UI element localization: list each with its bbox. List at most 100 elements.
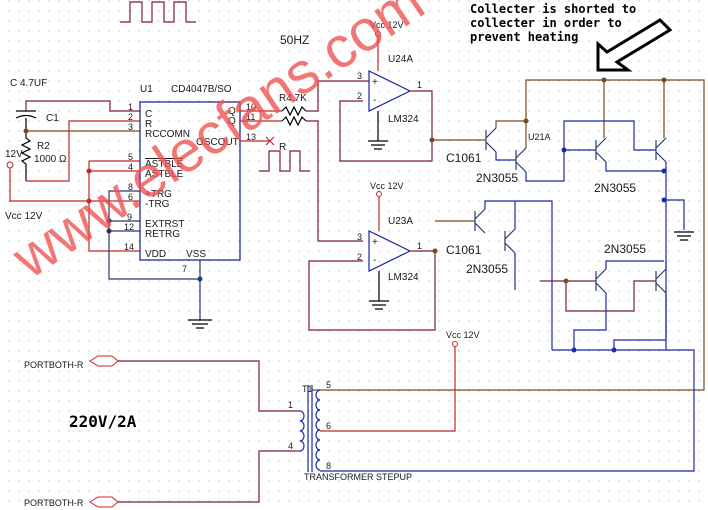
u1-pin-labels: C R RCCOMN ASTBLE ASTBLE +TRG -TRG EXTRS… (145, 106, 239, 260)
r2-ref: R2 (37, 141, 50, 152)
annotation-line-1: Collecter is shorted to (470, 2, 636, 16)
r-label: R (279, 142, 286, 153)
resistor-4k7-b (281, 115, 307, 127)
svg-text:9: 9 (127, 212, 132, 222)
svg-text:VSS: VSS (186, 249, 206, 260)
junction (661, 168, 667, 174)
ground-icon-right (674, 231, 694, 241)
junction (86, 168, 92, 174)
ground-icon (188, 319, 212, 329)
center-tap-vcc-label: Vcc 12V (446, 330, 480, 340)
svg-text:OSCOUT: OSCOUT (196, 137, 239, 148)
collector-bus-upper (312, 79, 705, 391)
u24a-pin-minus: 2 (357, 91, 362, 101)
junction (429, 137, 435, 143)
svg-text:ASTBLE: ASTBLE (145, 159, 184, 170)
junction (661, 77, 667, 83)
u24a-feedback-wire (339, 80, 433, 162)
driver-label-lower: C1061 (446, 243, 482, 257)
u24a-part: LM324 (388, 114, 419, 125)
wire-vcc-left (9, 160, 140, 252)
u23a-pin-out: 1 (417, 241, 422, 251)
transformer-ref: T1 (302, 384, 313, 394)
annotation-arrow-icon (596, 18, 673, 72)
svg-text:-TRG: -TRG (145, 199, 170, 210)
transistor-2n3055-upper-2 (595, 137, 607, 163)
r2-value: 1000 Ω (34, 154, 67, 165)
svg-text:6: 6 (128, 192, 133, 202)
junction (86, 198, 92, 204)
emitter-bus-upper (495, 120, 685, 351)
u24a-pin-out: 1 (417, 80, 422, 90)
center-tap-vcc-terminal (452, 341, 458, 347)
svg-text:13: 13 (246, 132, 256, 142)
wire-trg-gnd (108, 190, 201, 320)
c1-value: C 4.7UF (10, 78, 47, 89)
svg-text:RCCOMN: RCCOMN (145, 129, 190, 140)
svg-text:7: 7 (182, 264, 187, 274)
vcc-left-terminal (6, 161, 14, 169)
svg-text:ASTBLE: ASTBLE (145, 169, 184, 180)
darlington-ref: U21A (528, 132, 551, 142)
transformer-pin-1: 1 (288, 400, 293, 410)
transistor-2n3055-upper-1 (515, 147, 527, 173)
transistor-2n3055-lower-3 (655, 268, 667, 294)
svg-text:R: R (145, 119, 152, 130)
u24a-pin-plus: 3 (357, 71, 362, 81)
transistor-c1061-upper (485, 127, 497, 153)
opamp-u23a (368, 230, 412, 272)
junction (561, 147, 567, 153)
resistor-4k7-a (281, 105, 307, 117)
power-label-lower-a: 2N3055 (466, 262, 508, 276)
port-top-icon[interactable] (89, 355, 119, 367)
power-label-upper-b: 2N3055 (594, 181, 636, 195)
power-label-upper-a: 2N3055 (476, 171, 518, 185)
u23a-vcc-terminal (376, 191, 382, 197)
transformer-primary-coil (299, 410, 305, 452)
primary-wiring (118, 360, 300, 503)
c1-ref: C1 (46, 113, 59, 124)
rating-label: 220V/2A (69, 412, 137, 431)
svg-text:4: 4 (128, 162, 133, 172)
no-connect-icon (265, 136, 275, 146)
junction (432, 248, 438, 254)
u23a-vcc: Vcc 12V (370, 181, 404, 191)
supply-12v-label: 12V (5, 149, 23, 160)
u23a-ground-icon (369, 271, 389, 310)
svg-text:2: 2 (128, 112, 133, 122)
wire-to-u24a (306, 80, 363, 112)
port-top-label: PORTBOTH-R (24, 360, 84, 370)
driver-label-upper: C1061 (446, 151, 482, 165)
wire-pin1 (25, 100, 140, 112)
wire-pin2 (26, 120, 140, 182)
capacitor-c1 (15, 110, 37, 131)
svg-text:11: 11 (246, 112, 255, 122)
port-bottom-label: PORTBOTH-R (24, 498, 84, 508)
svg-text:+TRG: +TRG (145, 189, 172, 200)
u1-part: CD4047B/SO (171, 84, 232, 95)
square-wave-top (120, 1, 196, 23)
svg-text:1: 1 (128, 102, 133, 112)
transformer-pin-5: 5 (326, 380, 331, 390)
svg-text:RETRG: RETRG (145, 229, 180, 240)
transistor-2n3055-lower-1 (504, 228, 516, 254)
transistor-2n3055-upper-3 (655, 137, 667, 163)
port-bottom-icon[interactable] (89, 496, 119, 508)
u1-pin-numbers: 1 2 3 5 4 8 6 9 12 14 7 10 11 13 (124, 102, 256, 274)
junction (197, 276, 203, 282)
u24a-vcc-terminal (375, 31, 381, 37)
svg-text:8: 8 (128, 182, 133, 192)
u24a-ground-icon (368, 111, 388, 150)
svg-text:5: 5 (128, 152, 133, 162)
transformer-secondary-coil (315, 389, 321, 471)
svg-text:Q: Q (228, 116, 236, 127)
junction (23, 128, 29, 134)
junction (563, 278, 569, 284)
transformer-label: TRANSFORMER STEPUP (304, 472, 412, 482)
junction (611, 347, 617, 353)
u23a-minus-icon: - (373, 255, 376, 266)
junction (661, 197, 667, 203)
junction (106, 228, 112, 234)
